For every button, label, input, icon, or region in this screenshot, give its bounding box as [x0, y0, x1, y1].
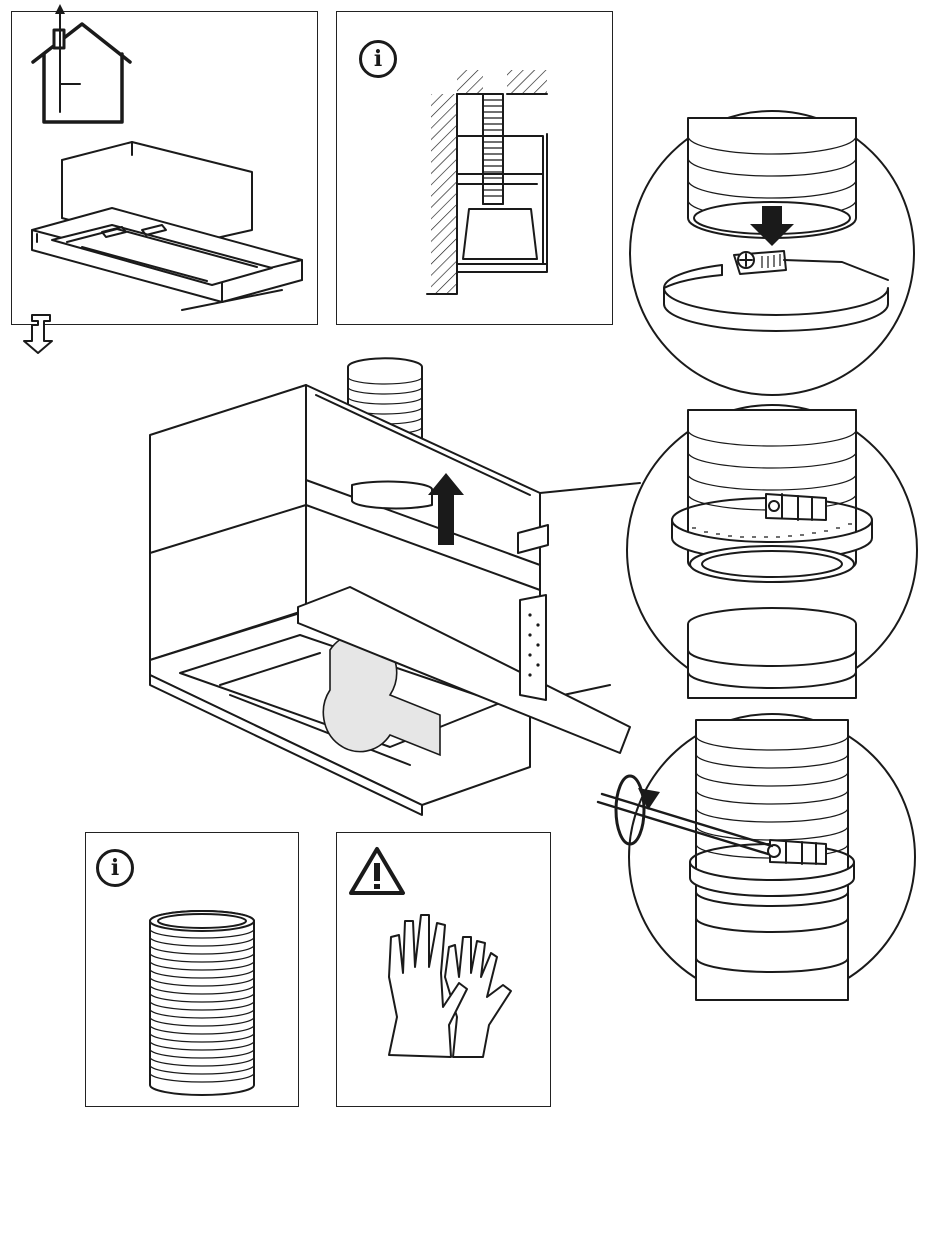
info-icon: i: [96, 849, 134, 887]
warning-gloves-panel: [336, 832, 551, 1107]
duct-routing-drawing: [427, 64, 577, 314]
installation-type-panel: [11, 11, 318, 325]
info-flexible-hose-panel: i: [85, 832, 299, 1107]
warning-triangle-icon: [347, 845, 407, 897]
main-hood-installation-drawing: [140, 355, 640, 815]
detail-clamp-fit: [622, 108, 927, 398]
house-duct-icon: [30, 4, 140, 124]
detail-clamp-placed: [622, 402, 927, 702]
step-down-arrow-icon: [22, 313, 62, 355]
detail-clamp-tighten: [622, 712, 927, 1002]
info-icon: i: [359, 40, 397, 78]
info-duct-routing-panel: i: [336, 11, 613, 325]
gloves-drawing: [383, 907, 523, 1067]
flexible-hose-drawing: [142, 909, 262, 1099]
extractor-hood-drawing: [22, 130, 312, 320]
